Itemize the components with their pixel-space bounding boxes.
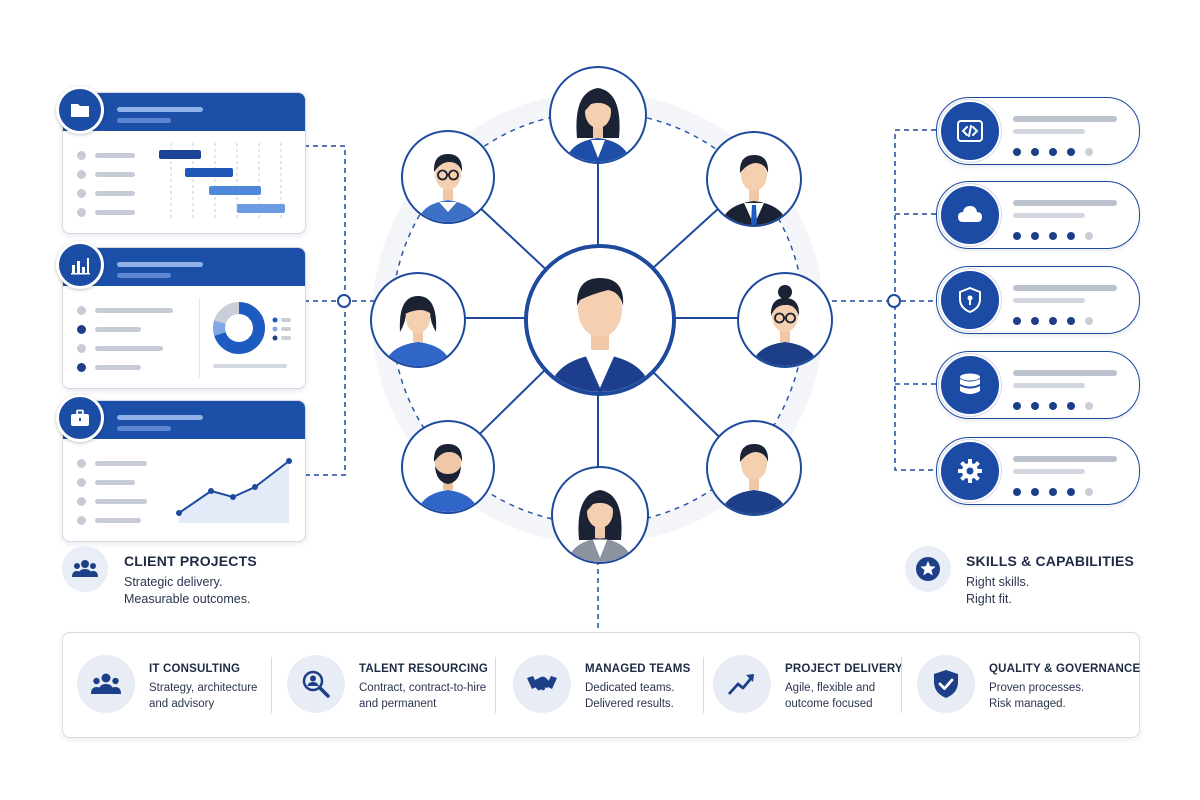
database-icon bbox=[939, 354, 1001, 416]
left-bracket bbox=[304, 145, 376, 476]
right-bracket bbox=[832, 129, 936, 471]
left-junction bbox=[337, 294, 351, 308]
skills-title: SKILLS & CAPABILITIES bbox=[966, 553, 1135, 569]
bearded-man-avatar bbox=[401, 420, 495, 514]
line-chart bbox=[176, 458, 292, 523]
man-glasses-avatar bbox=[401, 130, 495, 224]
skill-security bbox=[936, 266, 1140, 334]
service-quality-governance: QUALITY & GOVERNANCE Proven processes.Ri… bbox=[917, 633, 1140, 737]
bar-chart-icon bbox=[56, 241, 104, 289]
woman-avatar bbox=[549, 66, 647, 164]
skill-cloud bbox=[936, 181, 1140, 249]
skills-subtitle: Right skills.Right fit. bbox=[966, 575, 1030, 606]
service-title: MANAGED TEAMS bbox=[585, 663, 691, 675]
service-managed-teams: MANAGED TEAMS Dedicated teams.Delivered … bbox=[513, 633, 703, 737]
team-icon bbox=[77, 655, 135, 713]
skill-operations bbox=[936, 437, 1140, 505]
client-projects-subtitle: Strategic delivery.Measurable outcomes. bbox=[124, 575, 251, 606]
service-description: Dedicated teams.Delivered results. bbox=[585, 682, 675, 710]
woman-short-hair-avatar bbox=[370, 272, 466, 368]
service-title: PROJECT DELIVERY bbox=[785, 663, 903, 675]
woman-glasses-avatar bbox=[737, 272, 833, 368]
man-tie-avatar bbox=[706, 131, 802, 227]
star-badge-icon bbox=[905, 546, 951, 592]
cloud-icon bbox=[939, 184, 1001, 246]
trend-up-icon bbox=[713, 655, 771, 713]
folder-icon bbox=[56, 86, 104, 134]
service-title: TALENT RESOURCING bbox=[359, 663, 489, 675]
woman-jacket-avatar bbox=[551, 466, 649, 564]
shield-lock-icon bbox=[939, 269, 1001, 331]
man-avatar bbox=[706, 420, 802, 516]
service-title: IT CONSULTING bbox=[149, 663, 241, 675]
gantt-chart bbox=[159, 143, 285, 221]
right-junction bbox=[887, 294, 901, 308]
project-card-gantt bbox=[62, 92, 306, 234]
handshake-icon bbox=[513, 655, 571, 713]
skill-database bbox=[936, 351, 1140, 419]
briefcase-icon bbox=[56, 394, 104, 442]
search-person-icon bbox=[287, 655, 345, 713]
gear-icon bbox=[939, 440, 1001, 502]
people-group-icon bbox=[62, 546, 108, 592]
client-projects-title: CLIENT PROJECTS bbox=[124, 553, 257, 569]
donut-chart bbox=[213, 302, 291, 368]
shield-check-icon bbox=[917, 655, 975, 713]
service-title: QUALITY & GOVERNANCE bbox=[989, 663, 1141, 675]
skill-code bbox=[936, 97, 1140, 165]
service-description: Proven processes.Risk managed. bbox=[989, 682, 1085, 710]
code-icon bbox=[939, 100, 1001, 162]
service-talent-resourcing: TALENT RESOURCING Contract, contract-to-… bbox=[287, 633, 489, 737]
consultant-avatar bbox=[524, 244, 676, 396]
